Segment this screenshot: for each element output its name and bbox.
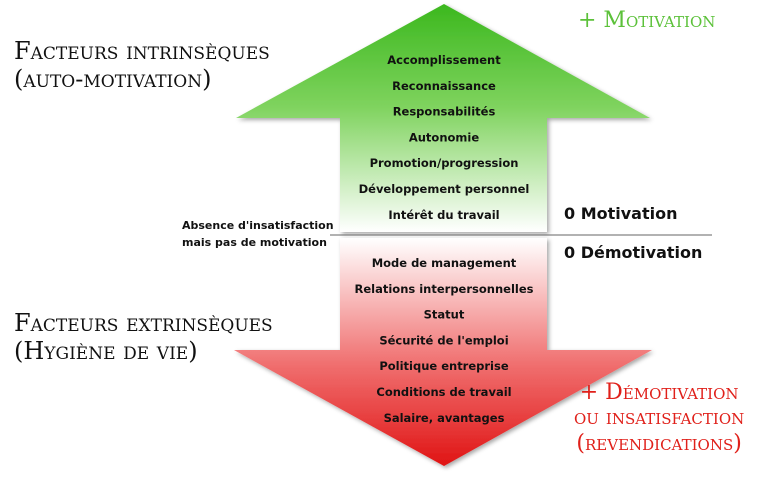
intrinsic-factor-3: Responsabilités	[393, 105, 496, 119]
neutral-note-line2: mais pas de motivation	[182, 236, 327, 250]
intrinsic-factor-4: Autonomie	[409, 130, 479, 144]
plus-demotivation-label: + Démotivation ou insatisfaction (revend…	[574, 380, 744, 456]
extrinsic-factor-6: Conditions de travail	[376, 385, 511, 399]
extrinsic-title-line1: Facteurs extrinsèques	[14, 309, 273, 337]
demotivation-line2: ou insatisfaction	[574, 405, 745, 431]
intrinsic-factor-1: Accomplissement	[387, 53, 501, 67]
demotivation-line3: (revendications)	[576, 430, 742, 456]
extrinsic-factor-2: Relations interpersonnelles	[355, 282, 534, 296]
intrinsic-title-line2: (auto-motivation)	[14, 64, 212, 93]
motivation-up-arrow	[236, 4, 650, 232]
intrinsic-factor-list: AccomplissementReconnaissanceResponsabil…	[359, 53, 530, 222]
zero-demotivation-label: 0 Démotivation	[564, 243, 703, 262]
extrinsic-factor-1: Mode de management	[372, 256, 517, 270]
intrinsic-factor-5: Promotion/progression	[370, 156, 519, 170]
intrinsic-factor-2: Reconnaissance	[392, 79, 496, 93]
extrinsic-title-line2: (Hygiène de vie)	[14, 336, 198, 365]
intrinsic-title-line1: Facteurs intrinsèques	[14, 37, 270, 65]
demotivation-down-arrow	[234, 238, 652, 466]
extrinsic-factor-7: Salaire, avantages	[384, 411, 505, 425]
neutral-note-line1: Absence d'insatisfaction	[182, 219, 334, 232]
intrinsic-factor-6: Développement personnel	[359, 182, 530, 196]
plus-motivation-label: + Motivation	[578, 8, 716, 33]
intrinsic-factors-title: Facteurs intrinsèques (auto-motivation)	[14, 37, 270, 93]
extrinsic-factors-title: Facteurs extrinsèques (Hygiène de vie)	[14, 309, 273, 365]
zero-motivation-label: 0 Motivation	[564, 204, 678, 223]
extrinsic-factor-5: Politique entreprise	[379, 359, 509, 373]
extrinsic-factor-4: Sécurité de l'emploi	[379, 333, 508, 347]
demotivation-line1: + Démotivation	[579, 380, 739, 405]
extrinsic-factor-3: Statut	[424, 308, 465, 322]
intrinsic-factor-7: Intérêt du travail	[388, 208, 499, 222]
neutral-zone-note: Absence d'insatisfaction mais pas de mot…	[182, 217, 334, 251]
